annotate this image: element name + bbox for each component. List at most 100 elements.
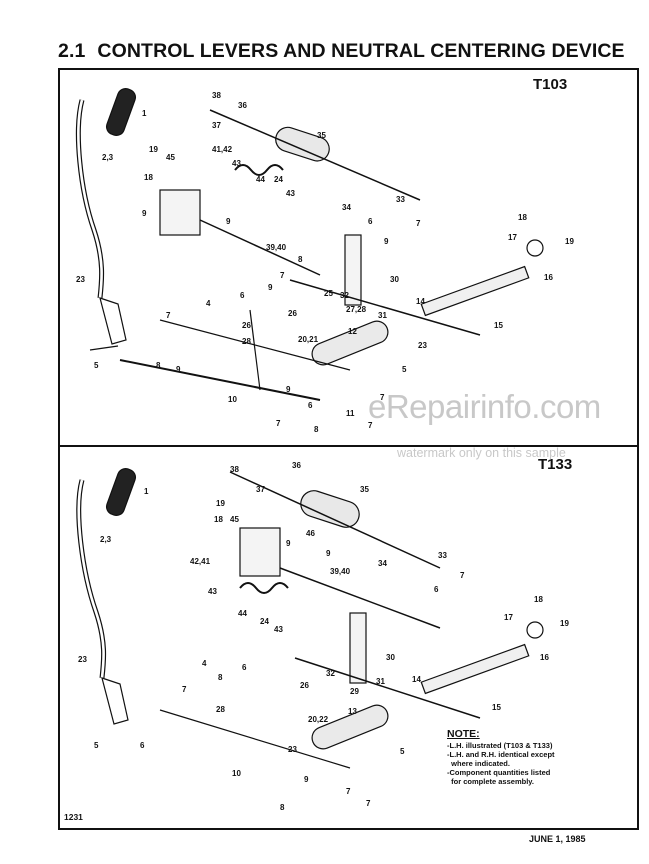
- part-label: 19: [565, 237, 574, 246]
- part-label: 13: [348, 707, 357, 716]
- part-label: 23: [76, 275, 85, 284]
- part-label: 16: [540, 653, 549, 662]
- model-label-t133: T133: [538, 456, 573, 473]
- part-label: 5: [402, 365, 407, 374]
- pivot-tube: [311, 320, 389, 366]
- part-label: 17: [504, 613, 513, 622]
- part-label: 9: [142, 209, 147, 218]
- part-label: 32: [340, 291, 349, 300]
- part-label: 18: [214, 515, 223, 524]
- part-label: 39,40: [266, 243, 287, 252]
- part-label: 28: [242, 337, 251, 346]
- part-label: 30: [390, 275, 399, 284]
- part-label: 41,42: [212, 145, 233, 154]
- part-label: 38: [230, 465, 239, 474]
- part-label: 6: [434, 585, 439, 594]
- part-label: 7: [460, 571, 465, 580]
- part-label: 11: [346, 409, 355, 418]
- cross-shaft: [420, 265, 530, 317]
- centering-spring-housing: [300, 490, 360, 528]
- mounting-bracket: [239, 527, 281, 577]
- part-label: 24: [260, 617, 269, 626]
- part-label: 10: [228, 395, 237, 404]
- part-label: 25: [324, 289, 333, 298]
- section-number: 2.1: [58, 40, 86, 62]
- part-label: 36: [238, 101, 247, 110]
- part-label: 28: [216, 705, 225, 714]
- part-label: 14: [416, 297, 425, 306]
- part-label: 45: [166, 153, 175, 162]
- part-label: 33: [396, 195, 405, 204]
- part-label: 44: [238, 609, 247, 618]
- part-label: 7: [366, 799, 371, 808]
- part-label: 31: [376, 677, 385, 686]
- part-label: 29: [350, 687, 359, 696]
- part-label: 7: [416, 219, 421, 228]
- part-label: 44: [256, 175, 265, 184]
- part-label: 19: [216, 499, 225, 508]
- part-label: 6: [240, 291, 245, 300]
- diagram-frame: [58, 68, 639, 830]
- part-label: 18: [144, 173, 153, 182]
- part-label: 6: [308, 401, 313, 410]
- part-label: 18: [518, 213, 527, 222]
- part-label: 23: [78, 655, 87, 664]
- part-label: 37: [212, 121, 221, 130]
- part-label: 6: [368, 217, 373, 226]
- control-lever: [76, 479, 107, 679]
- part-label: 2,3: [102, 153, 114, 162]
- figure-number: 1231: [64, 812, 83, 822]
- part-label: 14: [412, 675, 421, 684]
- cross-shaft: [420, 643, 530, 695]
- page-title: 2.1 CONTROL LEVERS AND NEUTRAL CENTERING …: [58, 40, 625, 63]
- part-label: 35: [360, 485, 369, 494]
- part-label: 19: [560, 619, 569, 628]
- part-label: 46: [306, 529, 315, 538]
- note-line: where indicated.: [447, 759, 510, 768]
- part-label: 1: [142, 109, 147, 118]
- exploded-view-t103: 38 36 37 35 1 2,3 41,42 19 45 43 18 44 2…: [75, 88, 574, 434]
- part-label: 5: [400, 747, 405, 756]
- revision-date: JUNE 1, 1985: [529, 834, 586, 844]
- part-label: 34: [342, 203, 351, 212]
- part-label: 8: [314, 425, 319, 434]
- part-label: 12: [348, 327, 357, 336]
- pivot-plate: [344, 234, 362, 306]
- part-label: 9: [326, 549, 331, 558]
- part-label: 19: [149, 145, 158, 154]
- note-block: NOTE: -L.H. illustrated (T103 & T133) -L…: [447, 729, 637, 786]
- part-label: 26: [288, 309, 297, 318]
- part-label: 17: [508, 233, 517, 242]
- part-label: 43: [208, 587, 217, 596]
- part-label: 5: [94, 741, 99, 750]
- part-label: 43: [286, 189, 295, 198]
- part-label: 9: [176, 365, 181, 374]
- part-label: 31: [378, 311, 387, 320]
- part-label: 7: [380, 393, 385, 402]
- part-label: 7: [346, 787, 351, 796]
- part-label: 34: [378, 559, 387, 568]
- part-label: 8: [298, 255, 303, 264]
- part-label: 5: [94, 361, 99, 370]
- part-label: 8: [156, 361, 161, 370]
- part-label: 4: [206, 299, 211, 308]
- part-label: 27,28: [346, 305, 367, 314]
- part-label: 36: [292, 461, 301, 470]
- part-label: 6: [140, 741, 145, 750]
- note-line: -L.H. illustrated (T103 & T133): [447, 741, 553, 750]
- part-label: 15: [494, 321, 503, 330]
- part-label: 9: [268, 283, 273, 292]
- part-label: 9: [286, 539, 291, 548]
- panel-divider: [58, 445, 639, 447]
- part-label: 9: [304, 775, 309, 784]
- mounting-bracket: [159, 189, 201, 236]
- part-label: 7: [368, 421, 373, 430]
- part-label: 39,40: [330, 567, 351, 576]
- part-label: 43: [232, 159, 241, 168]
- part-label: 20,22: [308, 715, 329, 724]
- section-title: CONTROL LEVERS AND NEUTRAL CENTERING DEV…: [97, 40, 625, 62]
- part-label: 8: [218, 673, 223, 682]
- part-label: 2,3: [100, 535, 112, 544]
- part-label: 38: [212, 91, 221, 100]
- part-label: 15: [492, 703, 501, 712]
